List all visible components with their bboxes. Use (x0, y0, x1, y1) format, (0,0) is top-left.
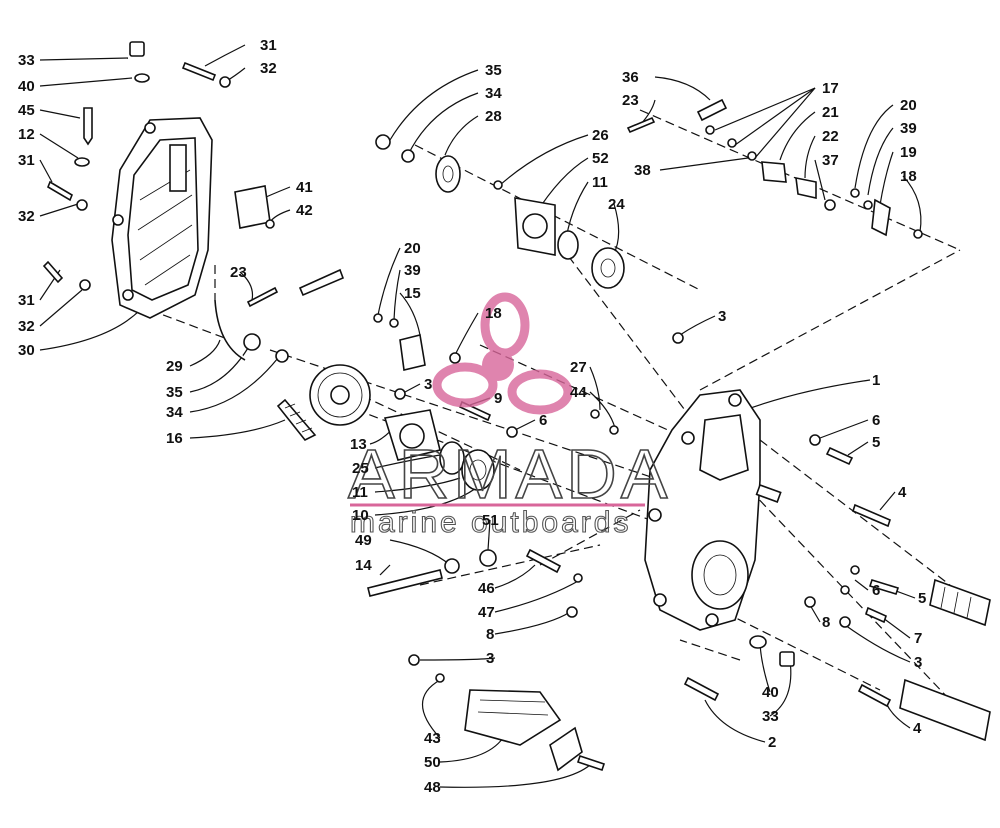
callout-label: 22 (822, 128, 839, 145)
callout-label: 3 (718, 308, 726, 325)
callout-label: 11 (352, 484, 368, 501)
inspection-plate (234, 185, 275, 229)
callout-label: 31 (18, 152, 35, 169)
callout-label: 35 (166, 384, 183, 401)
callout-label: 5 (872, 434, 880, 451)
callout-label: 27 (570, 359, 587, 376)
watermark: ARMADA marine outboards (347, 292, 671, 540)
callout-label: 29 (166, 358, 183, 375)
callout-label: 15 (404, 285, 421, 302)
callout-label: 35 (485, 62, 502, 79)
drive-chain (214, 299, 317, 442)
callout-label: 6 (872, 582, 880, 599)
callout-label: 25 (352, 460, 369, 477)
callout-label: 20 (404, 240, 421, 257)
lower-washers (243, 333, 289, 363)
callout-label: 12 (18, 126, 35, 143)
watermark-tagline: marine outboards (350, 506, 631, 539)
callout-label: 36 (622, 69, 639, 86)
watermark-brand: ARMADA (348, 435, 671, 513)
callout-label: 11 (592, 174, 608, 191)
callout-label: 18 (900, 168, 917, 185)
callout-label: 5 (918, 590, 926, 607)
callout-label: 4 (898, 484, 907, 501)
callout-label: 51 (482, 512, 499, 529)
callout-label: 20 (900, 97, 917, 114)
callout-label: 21 (822, 104, 839, 121)
right-fasteners (683, 434, 991, 742)
callout-label: 52 (592, 150, 609, 167)
dipstick-and-plug (74, 41, 150, 167)
callout-labels: 33 40 45 12 31 32 31 32 31 32 30 41 42 2… (18, 37, 926, 796)
callout-label: 33 (762, 708, 779, 725)
callout-label: 32 (18, 318, 35, 335)
callout-label: 48 (424, 779, 441, 796)
callout-label: 50 (424, 754, 441, 771)
callout-label: 8 (822, 614, 830, 631)
callout-label: 24 (608, 196, 625, 213)
callout-label: 28 (485, 108, 502, 125)
callout-label: 31 (18, 292, 35, 309)
shift-linkage (626, 98, 923, 239)
callout-label: 6 (539, 412, 547, 429)
cover-bolts (42, 61, 231, 291)
callout-label: 49 (355, 532, 372, 549)
callout-label: 23 (230, 264, 247, 281)
callout-label: 30 (18, 342, 35, 359)
lower-fasteners (367, 548, 583, 683)
callout-label: 23 (622, 92, 639, 109)
callout-label: 18 (485, 305, 502, 322)
callout-label: 39 (900, 120, 917, 137)
callout-label: 6 (872, 412, 880, 429)
callout-label: 7 (914, 630, 922, 647)
callout-label: 14 (355, 557, 372, 574)
callout-label: 34 (485, 85, 502, 102)
callout-label: 19 (900, 144, 917, 161)
lower-bearing (383, 409, 495, 491)
callout-label: 26 (592, 127, 609, 144)
callout-label: 41 (296, 179, 313, 196)
upper-sprocket (375, 134, 461, 193)
callout-label: 39 (404, 262, 421, 279)
callout-label: 32 (18, 208, 35, 225)
callout-label: 3 (914, 654, 922, 671)
callout-label: 31 (260, 37, 277, 54)
callout-label: 3 (486, 650, 494, 667)
callout-label: 34 (166, 404, 183, 421)
callout-label: 47 (478, 604, 495, 621)
callout-label: 40 (762, 684, 779, 701)
propeller-logo-icon (432, 292, 573, 415)
callout-label: 46 (478, 580, 495, 597)
callout-label: 9 (494, 390, 502, 407)
lower-sprocket (309, 364, 371, 426)
callout-label: 1 (872, 372, 880, 389)
callout-label: 33 (18, 52, 35, 69)
callout-label: 10 (352, 507, 369, 524)
middle-fasteners (246, 268, 684, 438)
callout-label: 8 (486, 626, 494, 643)
chaincase-housing (644, 389, 782, 631)
callout-label: 13 (350, 436, 367, 453)
callout-label: 4 (913, 720, 922, 737)
callout-label: 45 (18, 102, 35, 119)
callout-label: 37 (822, 152, 839, 169)
callout-label: 38 (634, 162, 651, 179)
callout-label: 44 (570, 384, 587, 401)
callout-label: 2 (768, 734, 776, 751)
callout-label: 40 (18, 78, 35, 95)
tensioner-bracket (373, 313, 426, 371)
callout-label: 32 (260, 60, 277, 77)
callout-label: 42 (296, 202, 313, 219)
chaincase-cover (111, 117, 213, 319)
upper-bearing (493, 180, 625, 289)
callout-label: 3 (424, 376, 432, 393)
reverse-switch (464, 689, 606, 772)
callout-label: 17 (822, 80, 839, 97)
callout-label: 16 (166, 430, 183, 447)
callout-label: 43 (424, 730, 441, 747)
